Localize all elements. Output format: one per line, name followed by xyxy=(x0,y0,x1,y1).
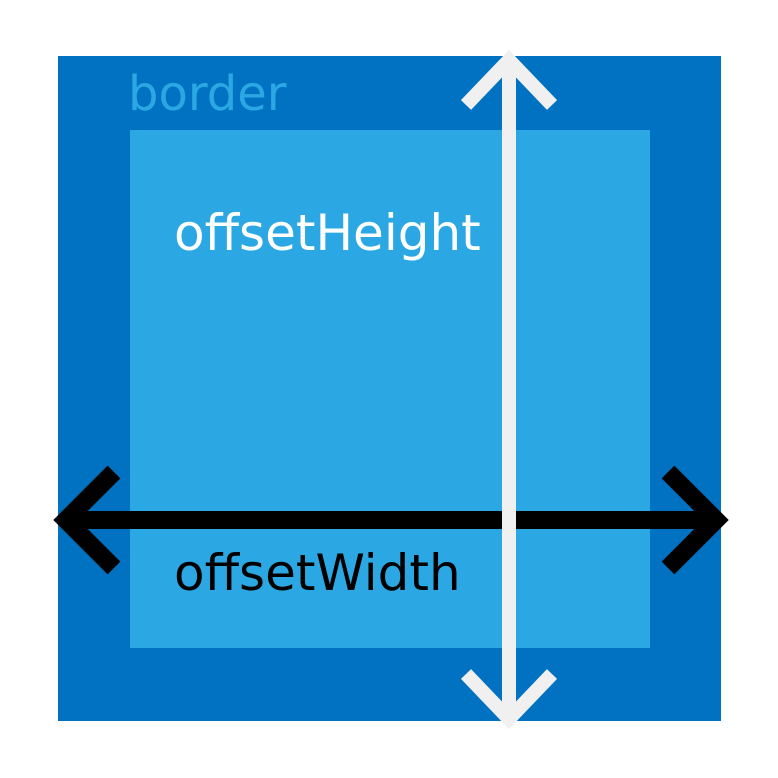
offset-height-label: offsetHeight xyxy=(174,204,481,262)
offset-width-arrow xyxy=(53,465,729,575)
offset-width-label: offsetWidth xyxy=(174,544,461,602)
offset-height-arrow xyxy=(460,49,558,730)
border-label: border xyxy=(128,66,287,122)
offset-width-arrow-head-right xyxy=(661,465,729,575)
offset-width-arrow-head-left xyxy=(53,465,121,575)
offset-height-arrow-head-top xyxy=(460,49,558,110)
content-box-rect xyxy=(130,130,650,648)
offset-height-arrow-head-bottom xyxy=(460,669,558,730)
